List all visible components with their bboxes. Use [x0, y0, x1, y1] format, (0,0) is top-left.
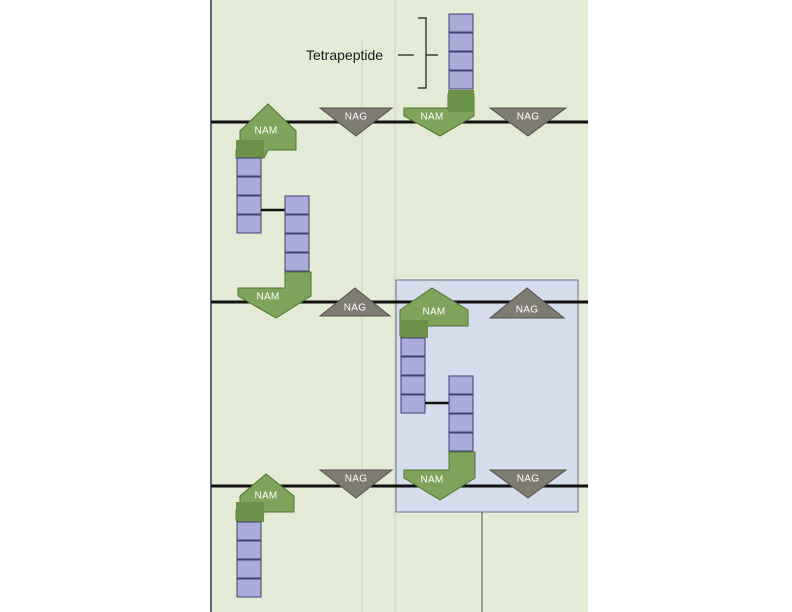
tetrapeptide-callout: Tetrapeptide	[306, 17, 438, 89]
tetrapeptide-chain	[236, 521, 262, 598]
nag-triangle-icon	[318, 107, 394, 137]
nag-triangle-icon	[318, 469, 394, 499]
amino-acid-block-icon	[400, 337, 426, 357]
nag-triangle-icon	[488, 287, 566, 319]
amino-acid-block-icon	[400, 375, 426, 395]
nag-unit: NAG	[318, 107, 394, 137]
amino-acid-block-icon	[236, 195, 262, 215]
amino-acid-block-icon	[236, 540, 262, 560]
amino-acid-block-icon	[448, 70, 474, 90]
amino-acid-block-icon	[284, 252, 310, 272]
nam-label: NAM	[256, 292, 279, 303]
nag-triangle-icon	[488, 469, 568, 499]
amino-acid-block-icon	[284, 233, 310, 253]
nag-label: NAG	[345, 112, 368, 123]
nag-label: NAG	[344, 303, 367, 314]
tetrapeptide-chain	[448, 13, 474, 90]
nam-label: NAM	[254, 491, 277, 502]
tetrapeptide-label: Tetrapeptide	[306, 47, 383, 63]
nam-unit: NAM	[235, 103, 297, 159]
amino-acid-block-icon	[236, 176, 262, 196]
amino-acid-block-icon	[236, 157, 262, 177]
nag-triangle-icon	[318, 287, 392, 317]
nag-label: NAG	[517, 474, 540, 485]
nag-unit: NAG	[318, 469, 394, 499]
nam-stem	[400, 320, 428, 338]
nam-unit: NAM	[235, 473, 295, 522]
nam-stem	[236, 502, 264, 522]
amino-acid-block-icon	[236, 578, 262, 598]
nag-unit: NAG	[488, 469, 568, 499]
amino-acid-block-icon	[448, 375, 474, 395]
nam-stem	[236, 140, 264, 158]
nam-unit: NAM	[403, 90, 475, 137]
nag-unit: NAG	[318, 287, 392, 317]
nam-label: NAM	[422, 307, 445, 318]
amino-acid-block-icon	[448, 432, 474, 452]
nag-label: NAG	[516, 305, 539, 316]
nam-unit: NAM	[399, 287, 469, 338]
amino-acid-block-icon	[448, 13, 474, 33]
amino-acid-block-icon	[400, 394, 426, 414]
tetrapeptide-bracket	[418, 17, 438, 89]
tetrapeptide-chain	[236, 157, 262, 234]
nam-label: NAM	[420, 475, 443, 486]
amino-acid-block-icon	[284, 214, 310, 234]
nam-unit: NAM	[237, 271, 312, 319]
nam-label: NAM	[254, 126, 277, 137]
nag-unit: NAG	[488, 287, 566, 319]
background-texture	[361, 0, 396, 612]
amino-acid-block-icon	[448, 413, 474, 433]
nam-unit: NAM	[403, 451, 476, 501]
nag-label: NAG	[345, 474, 368, 485]
amino-acid-block-icon	[448, 51, 474, 71]
amino-acid-block-icon	[400, 356, 426, 376]
amino-acid-block-icon	[448, 394, 474, 414]
amino-acid-block-icon	[236, 559, 262, 579]
nag-label: NAG	[517, 112, 540, 123]
nam-arrow-icon	[237, 271, 312, 319]
nag-triangle-icon	[488, 107, 568, 137]
tetrapeptide-chain	[284, 195, 310, 272]
amino-acid-block-icon	[448, 32, 474, 52]
nam-stem	[448, 90, 474, 112]
nam-label: NAM	[420, 112, 443, 123]
nam-arrow-icon	[403, 451, 476, 501]
tetrapeptide-chain	[448, 375, 474, 452]
amino-acid-block-icon	[236, 521, 262, 541]
amino-acid-block-icon	[284, 195, 310, 215]
tetrapeptide-chain	[400, 337, 426, 414]
nag-unit: NAG	[488, 107, 568, 137]
amino-acid-block-icon	[236, 214, 262, 234]
